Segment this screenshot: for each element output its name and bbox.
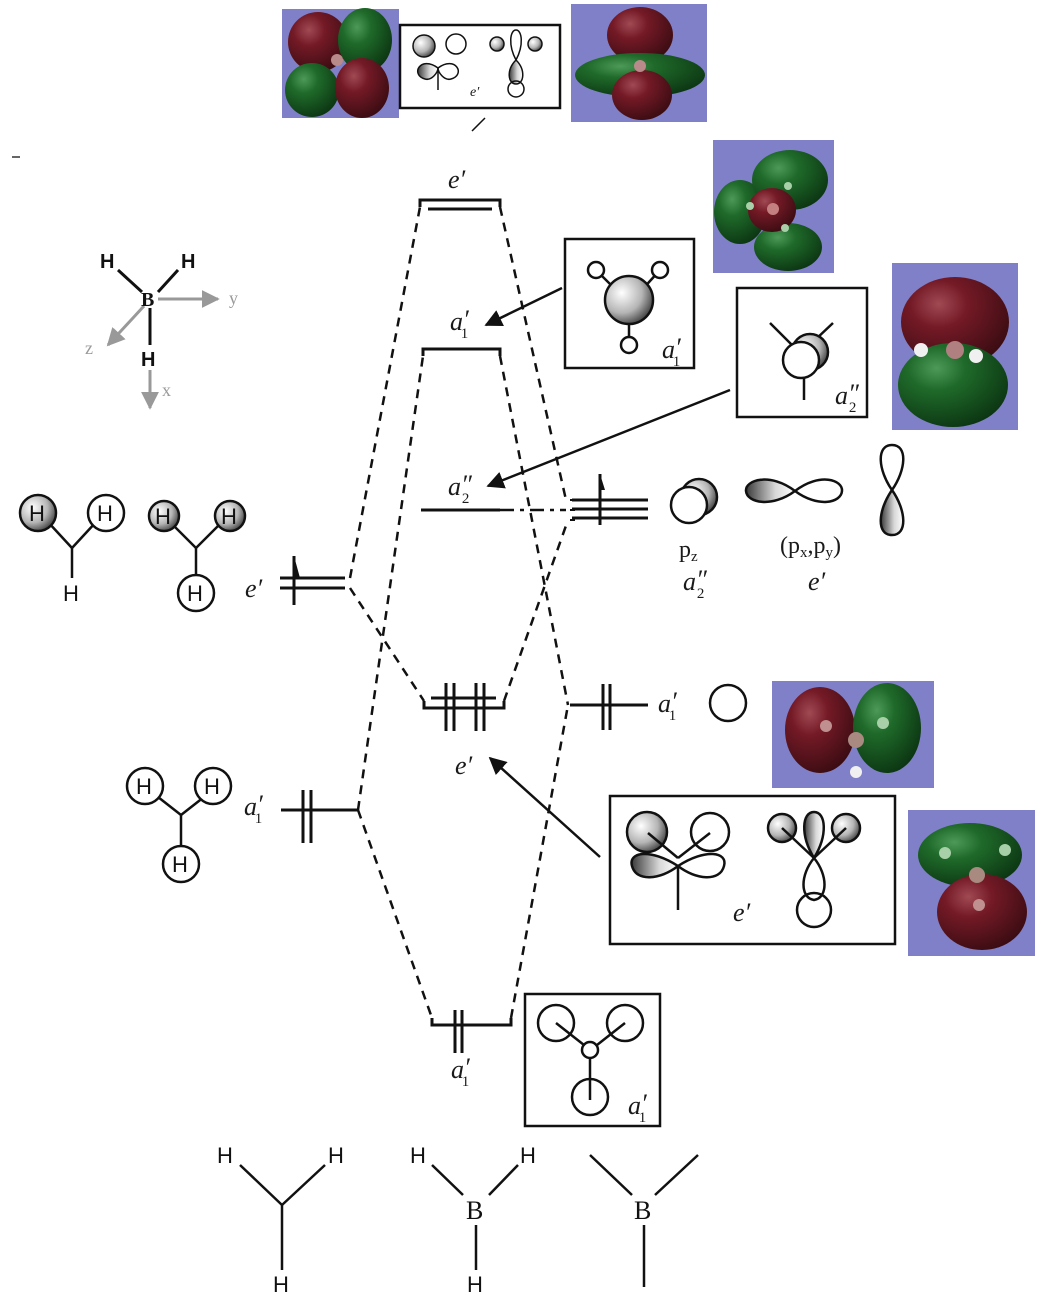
a1-upper-inset-label: a′1 bbox=[662, 333, 681, 370]
pz-orbital-sketch: pz a″2 bbox=[669, 477, 719, 602]
top-pointer-tick bbox=[471, 117, 486, 132]
a1-lower-inset-box: a′1 bbox=[523, 992, 662, 1128]
e-lower-inset-label: e′ bbox=[733, 898, 751, 927]
e-lower-inset-box: e′ bbox=[608, 794, 897, 946]
h3-a1-group-orbital: H H H bbox=[125, 766, 233, 884]
mo-level-a2-nonbonding: a″2 bbox=[421, 470, 566, 512]
h-atom: H bbox=[467, 1272, 483, 1297]
a1-upper-mo-render bbox=[713, 140, 834, 273]
top-e-mo-render-left bbox=[282, 8, 399, 118]
h-atom: H bbox=[155, 504, 171, 529]
h3-e-group-orbital-1: H H H bbox=[18, 493, 126, 606]
mo-label-e-antibonding: e′ bbox=[448, 165, 466, 194]
electron-pair-e-1 bbox=[444, 683, 456, 731]
pxpy-label: (px,py) bbox=[780, 533, 841, 561]
h-atom: H bbox=[217, 1143, 233, 1168]
h-atom: H bbox=[410, 1143, 426, 1168]
h-atom: H bbox=[204, 774, 220, 799]
py-vertical-orbital-sketch bbox=[879, 443, 905, 537]
pz-symmetry-label: a″2 bbox=[683, 565, 708, 602]
h-atom: H bbox=[63, 581, 79, 606]
h3-label-e: e′ bbox=[245, 574, 263, 603]
bottom-bh3-structure: H H B H bbox=[410, 1143, 536, 1297]
axes-h-bottom: H bbox=[141, 349, 155, 371]
h-atom: H bbox=[29, 501, 45, 526]
axes-b-atom: B bbox=[141, 289, 154, 311]
h-atom: H bbox=[97, 501, 113, 526]
s-orbital-sketch bbox=[708, 683, 748, 723]
spin-up-arrow bbox=[294, 556, 300, 578]
h3-level-e: e′ bbox=[245, 556, 345, 605]
a1-upper-inset-box: a′1 bbox=[563, 237, 696, 370]
a2-mo-render bbox=[892, 263, 1018, 430]
h-atom: H bbox=[273, 1272, 289, 1297]
mo-label-e-bonding: e′ bbox=[455, 751, 473, 780]
h-atom: H bbox=[221, 504, 237, 529]
h-atom: H bbox=[328, 1143, 344, 1168]
mo-label-a1-bonding: a′1 bbox=[451, 1053, 470, 1090]
spin-up-arrow bbox=[600, 474, 605, 490]
h3-level-a1: a′1 bbox=[244, 790, 358, 843]
h-atom: H bbox=[187, 581, 203, 606]
a2-inset-label: a″2 bbox=[835, 379, 860, 416]
correlation-lines bbox=[348, 206, 570, 1019]
axes-inset: H H B H y z x bbox=[85, 251, 238, 410]
arrow-to-e-bonding bbox=[488, 756, 601, 858]
pz-label: pz bbox=[679, 537, 698, 565]
arrow-to-a1-antibonding bbox=[484, 286, 563, 327]
mo-level-a1-antibonding: a′1 bbox=[421, 305, 502, 356]
electron-pair-e-2 bbox=[474, 683, 486, 731]
top-e-inset-box: e′ bbox=[398, 23, 562, 110]
h-atom: H bbox=[136, 774, 152, 799]
pxpy-orbital-sketch: (px,py) e′ bbox=[744, 478, 844, 596]
mo-level-e-antibonding: e′ bbox=[418, 165, 502, 211]
axes-h-right: H bbox=[181, 251, 195, 273]
b-atom: B bbox=[466, 1196, 483, 1225]
axis-z-label: z bbox=[85, 338, 93, 358]
a2-inset-box: a″2 bbox=[735, 286, 869, 419]
h3-label-a1: a′1 bbox=[244, 790, 263, 827]
b-level-2p bbox=[570, 474, 648, 525]
bottom-b-fragment-structure: B bbox=[589, 1154, 699, 1287]
e-lower-mo-render bbox=[908, 810, 1035, 956]
mo-level-e-bonding: e′ bbox=[422, 683, 506, 780]
h-atom: H bbox=[520, 1143, 536, 1168]
h3-e-group-orbital-2: H H H bbox=[147, 499, 247, 613]
top-e-mo-render-right bbox=[571, 4, 707, 122]
mo-level-a1-bonding: a′1 bbox=[430, 1010, 513, 1090]
top-e-inset-label: e′ bbox=[470, 85, 480, 100]
h-atom: H bbox=[172, 852, 188, 877]
a1-b-2s-mo-render bbox=[772, 681, 934, 788]
b-2s-label: a′1 bbox=[658, 687, 677, 724]
axis-y-label: y bbox=[229, 288, 238, 308]
b-level-2s: a′1 bbox=[570, 683, 748, 730]
pxpy-symmetry-label: e′ bbox=[808, 567, 826, 596]
b-atom: B bbox=[634, 1196, 651, 1225]
axis-x-label: x bbox=[162, 380, 171, 400]
mo-label-a1-antibonding: a′1 bbox=[450, 305, 469, 342]
axes-h-left: H bbox=[100, 251, 114, 273]
mo-label-a2-nonbonding: a″2 bbox=[448, 470, 473, 507]
a1-lower-inset-label: a′1 bbox=[628, 1089, 647, 1126]
bottom-h3-structure: H H H bbox=[217, 1143, 344, 1297]
arrow-to-a2-nonbonding bbox=[486, 388, 731, 489]
